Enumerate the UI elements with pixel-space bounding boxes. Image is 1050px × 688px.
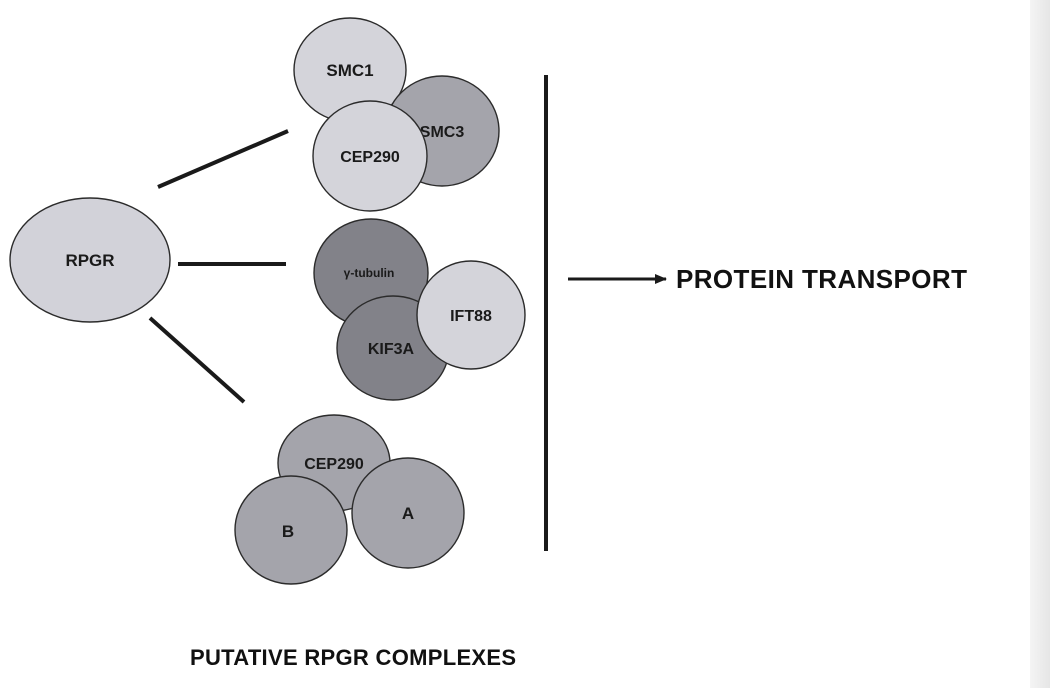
node-rpgr: RPGR xyxy=(9,197,171,323)
node-b: B xyxy=(234,475,348,585)
node-rpgr-label: RPGR xyxy=(65,251,114,270)
node-smc3-label: SMC3 xyxy=(420,124,465,141)
node-smc1: SMC1 xyxy=(293,17,407,123)
node-a: A xyxy=(351,457,465,569)
complex-2: γ-tubulin KIF3A IFT88 xyxy=(313,218,526,401)
node-ift88: IFT88 xyxy=(416,260,526,370)
node-ift88-shape xyxy=(416,260,526,370)
node-cep290-a-shape xyxy=(312,100,428,212)
complex-3: CEP290 B A xyxy=(234,414,465,585)
node-b-shape xyxy=(234,475,348,585)
node-gamma-tubulin-label: γ-tubulin xyxy=(344,266,395,280)
node-a-shape xyxy=(351,457,465,569)
node-cep290-b-label: CEP290 xyxy=(304,456,364,473)
node-kif3a-label: KIF3A xyxy=(368,341,415,358)
node-b-label: B xyxy=(282,522,294,541)
page-title: PUTATIVE RPGR COMPLEXES xyxy=(190,645,517,670)
output-label: PROTEIN TRANSPORT xyxy=(676,264,968,294)
node-cep290-a: CEP290 xyxy=(312,100,428,212)
node-smc1-label: SMC1 xyxy=(326,61,373,80)
node-ift88-label: IFT88 xyxy=(450,308,492,325)
node-cep290-a-label: CEP290 xyxy=(340,149,400,166)
complex-1: SMC1 SMC3 CEP290 xyxy=(293,17,500,212)
scan-edge-strip xyxy=(1030,0,1050,688)
node-a-label: A xyxy=(402,504,414,523)
connector-line-complex-3 xyxy=(148,316,246,404)
node-rpgr-shape xyxy=(9,197,171,323)
connector-line-complex-1 xyxy=(157,129,289,189)
